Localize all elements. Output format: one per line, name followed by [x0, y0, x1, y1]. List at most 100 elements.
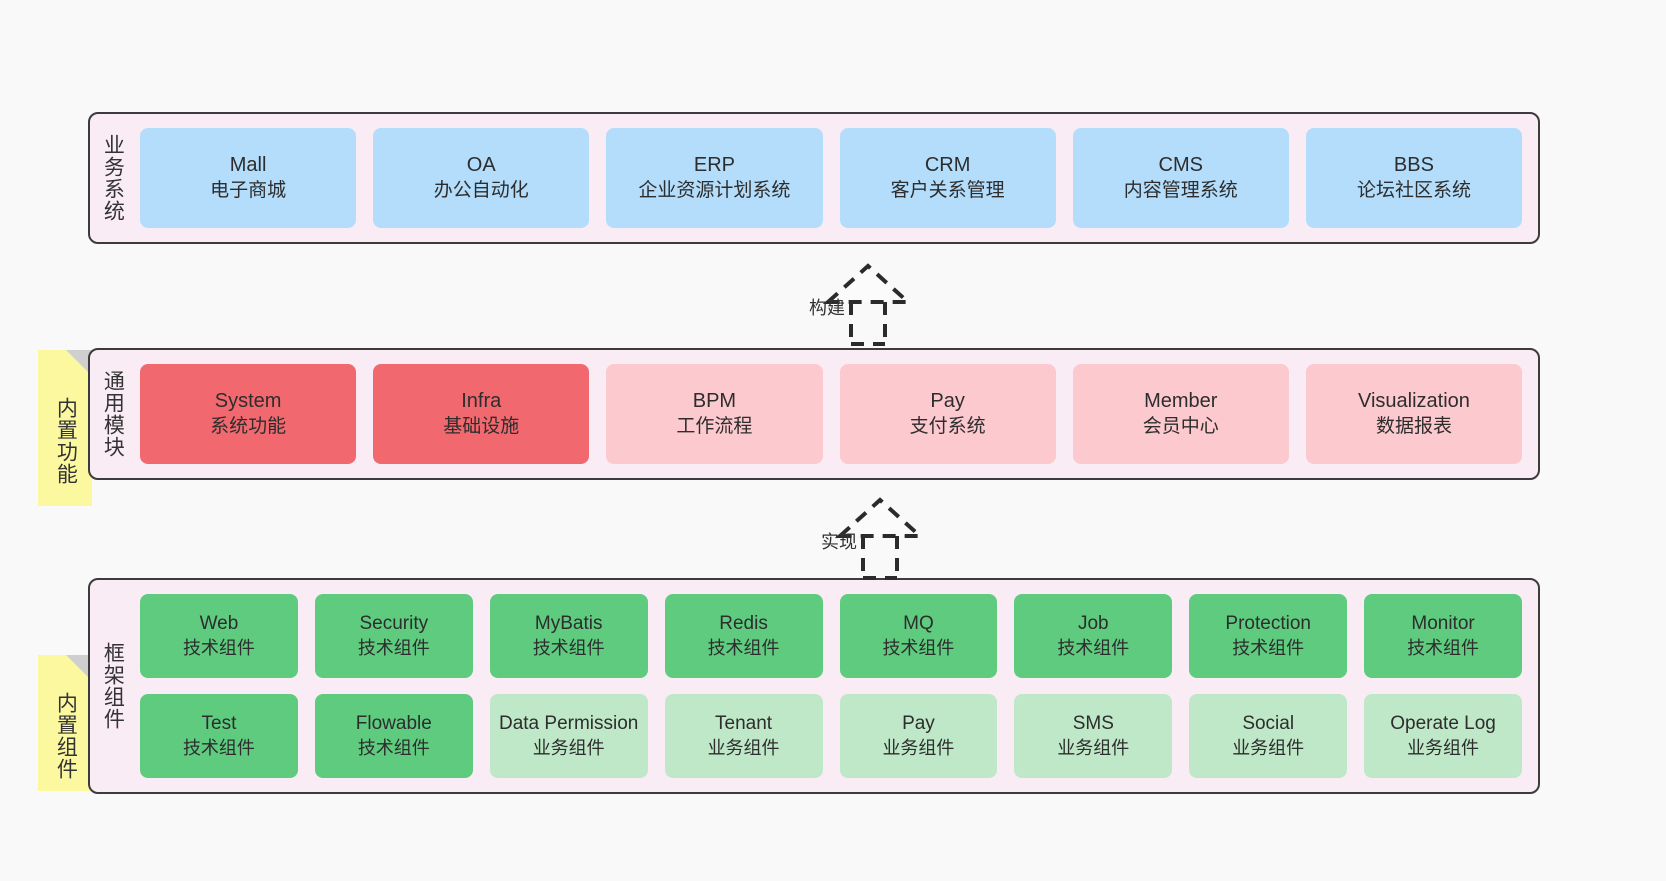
cell-protection[interactable]: Protection 技术组件 — [1189, 594, 1348, 678]
cell-title: Pay — [930, 390, 965, 413]
cell-mybatis[interactable]: MyBatis 技术组件 — [489, 594, 648, 678]
cell-oa[interactable]: OA 办公自动化 — [373, 128, 590, 228]
cell-monitor[interactable]: Monitor 技术组件 — [1364, 594, 1522, 678]
connector-implement: 实现 — [772, 492, 952, 580]
connector-label-build: 构建 — [809, 298, 845, 318]
cell-title: Redis — [719, 613, 768, 635]
cell-flowable[interactable]: Flowable 技术组件 — [314, 694, 473, 778]
cell-title: Security — [359, 613, 429, 635]
cell-title: Job — [1077, 613, 1109, 635]
cell-subtitle: 内容管理系统 — [1123, 179, 1238, 201]
cell-bpm[interactable]: BPM 工作流程 — [606, 364, 823, 464]
cell-row: Mall 电子商城 OA 办公自动化 ERP 企业资源计划系统 CRM 客户关系… — [140, 128, 1523, 228]
cell-title: System — [214, 390, 282, 413]
cell-subtitle: 技术组件 — [707, 637, 780, 658]
cell-title: Test — [201, 713, 237, 735]
cell-title: MQ — [903, 613, 934, 635]
cell-title: Social — [1242, 713, 1295, 735]
cell-subtitle: 业务组件 — [707, 737, 780, 758]
page-fold-icon — [66, 655, 92, 681]
cell-title: MyBatis — [534, 613, 603, 635]
cell-title: CRM — [924, 154, 971, 177]
cell-subtitle: 技术组件 — [1057, 637, 1130, 658]
cell-infra[interactable]: Infra 基础设施 — [373, 364, 590, 464]
cell-row: Web 技术组件 Security 技术组件 MyBatis 技术组件 Redi… — [140, 594, 1522, 678]
cell-subtitle: 会员中心 — [1142, 415, 1219, 437]
cell-title: Data Permission — [498, 713, 639, 735]
layer-title-business-system: 业务系统 — [101, 134, 125, 222]
cell-crm[interactable]: CRM 客户关系管理 — [839, 128, 1056, 228]
cell-title: Monitor — [1411, 613, 1475, 635]
cell-title: ERP — [693, 154, 735, 177]
cell-member[interactable]: Member 会员中心 — [1072, 364, 1289, 464]
cell-subtitle: 办公自动化 — [433, 179, 529, 201]
cell-cms[interactable]: CMS 内容管理系统 — [1072, 128, 1289, 228]
cell-mall[interactable]: Mall 电子商城 — [140, 128, 357, 228]
cell-sms[interactable]: SMS 业务组件 — [1014, 694, 1173, 778]
connector-label-implement: 实现 — [821, 532, 857, 552]
cell-web[interactable]: Web 技术组件 — [140, 594, 298, 678]
layer-body-common-module: System 系统功能 Infra 基础设施 BPM 工作流程 Pay 支付系统… — [134, 350, 1538, 478]
cell-subtitle: 技术组件 — [1232, 637, 1305, 658]
sticky-note-builtin-component: 内置组件 — [38, 655, 92, 791]
cell-security[interactable]: Security 技术组件 — [314, 594, 473, 678]
cell-pay-component[interactable]: Pay 业务组件 — [839, 694, 998, 778]
cell-operate-log[interactable]: Operate Log 业务组件 — [1364, 694, 1522, 778]
cell-title: CMS — [1158, 154, 1203, 177]
cell-erp[interactable]: ERP 企业资源计划系统 — [606, 128, 823, 228]
cell-subtitle: 业务组件 — [1407, 737, 1480, 758]
cell-bbs[interactable]: BBS 论坛社区系统 — [1305, 128, 1523, 228]
cell-title: Flowable — [355, 713, 432, 735]
cell-title: Infra — [461, 390, 502, 413]
layer-common-module: 通用模块 System 系统功能 Infra 基础设施 BPM 工作流程 Pay… — [88, 348, 1540, 480]
cell-row: Test 技术组件 Flowable 技术组件 Data Permission … — [140, 694, 1522, 778]
cell-test[interactable]: Test 技术组件 — [140, 694, 298, 778]
cell-subtitle: 工作流程 — [676, 415, 753, 437]
sticky-note-label: 内置功能 — [54, 397, 78, 485]
layer-framework-component: 框架组件 Web 技术组件 Security 技术组件 MyBatis 技术组件… — [88, 578, 1540, 794]
cell-subtitle: 企业资源计划系统 — [638, 179, 791, 201]
cell-redis[interactable]: Redis 技术组件 — [664, 594, 823, 678]
sticky-note-label: 内置组件 — [54, 692, 78, 780]
cell-mq[interactable]: MQ 技术组件 — [839, 594, 998, 678]
cell-social[interactable]: Social 业务组件 — [1189, 694, 1348, 778]
cell-subtitle: 业务组件 — [1232, 737, 1305, 758]
cell-data-permission[interactable]: Data Permission 业务组件 — [489, 694, 648, 778]
cell-title: Tenant — [715, 713, 773, 735]
layer-body-business-system: Mall 电子商城 OA 办公自动化 ERP 企业资源计划系统 CRM 客户关系… — [134, 114, 1538, 242]
cell-title: Member — [1144, 390, 1218, 413]
cell-subtitle: 系统功能 — [210, 415, 287, 437]
cell-title: Web — [199, 613, 239, 635]
cell-tenant[interactable]: Tenant 业务组件 — [664, 694, 823, 778]
layer-business-system: 业务系统 Mall 电子商城 OA 办公自动化 ERP 企业资源计划系统 CRM… — [88, 112, 1540, 244]
cell-visualization[interactable]: Visualization 数据报表 — [1305, 364, 1523, 464]
cell-subtitle: 论坛社区系统 — [1356, 179, 1471, 201]
cell-subtitle: 客户关系管理 — [890, 179, 1005, 201]
cell-subtitle: 技术组件 — [882, 637, 955, 658]
cell-title: Pay — [902, 713, 935, 735]
cell-subtitle: 业务组件 — [532, 737, 605, 758]
cell-subtitle: 技术组件 — [357, 737, 430, 758]
cell-subtitle: 电子商城 — [210, 179, 287, 201]
layer-body-framework-component: Web 技术组件 Security 技术组件 MyBatis 技术组件 Redi… — [134, 580, 1538, 792]
cell-subtitle: 技术组件 — [1407, 637, 1480, 658]
cell-subtitle: 支付系统 — [909, 415, 986, 437]
generalization-arrow-icon — [834, 497, 926, 580]
cell-title: Protection — [1225, 613, 1311, 635]
cell-title: Operate Log — [1390, 713, 1496, 735]
cell-system[interactable]: System 系统功能 — [140, 364, 357, 464]
cell-subtitle: 技术组件 — [182, 737, 255, 758]
cell-subtitle: 基础设施 — [443, 415, 520, 437]
cell-row: System 系统功能 Infra 基础设施 BPM 工作流程 Pay 支付系统… — [140, 364, 1523, 464]
page-fold-icon — [66, 350, 92, 376]
layer-title-framework-component: 框架组件 — [101, 642, 125, 730]
cell-subtitle: 技术组件 — [357, 637, 430, 658]
cell-pay[interactable]: Pay 支付系统 — [839, 364, 1056, 464]
cell-job[interactable]: Job 技术组件 — [1014, 594, 1173, 678]
cell-subtitle: 技术组件 — [182, 637, 255, 658]
cell-title: Visualization — [1357, 390, 1470, 413]
cell-title: OA — [466, 154, 496, 177]
cell-subtitle: 数据报表 — [1375, 415, 1452, 437]
generalization-arrow-icon — [822, 263, 914, 346]
